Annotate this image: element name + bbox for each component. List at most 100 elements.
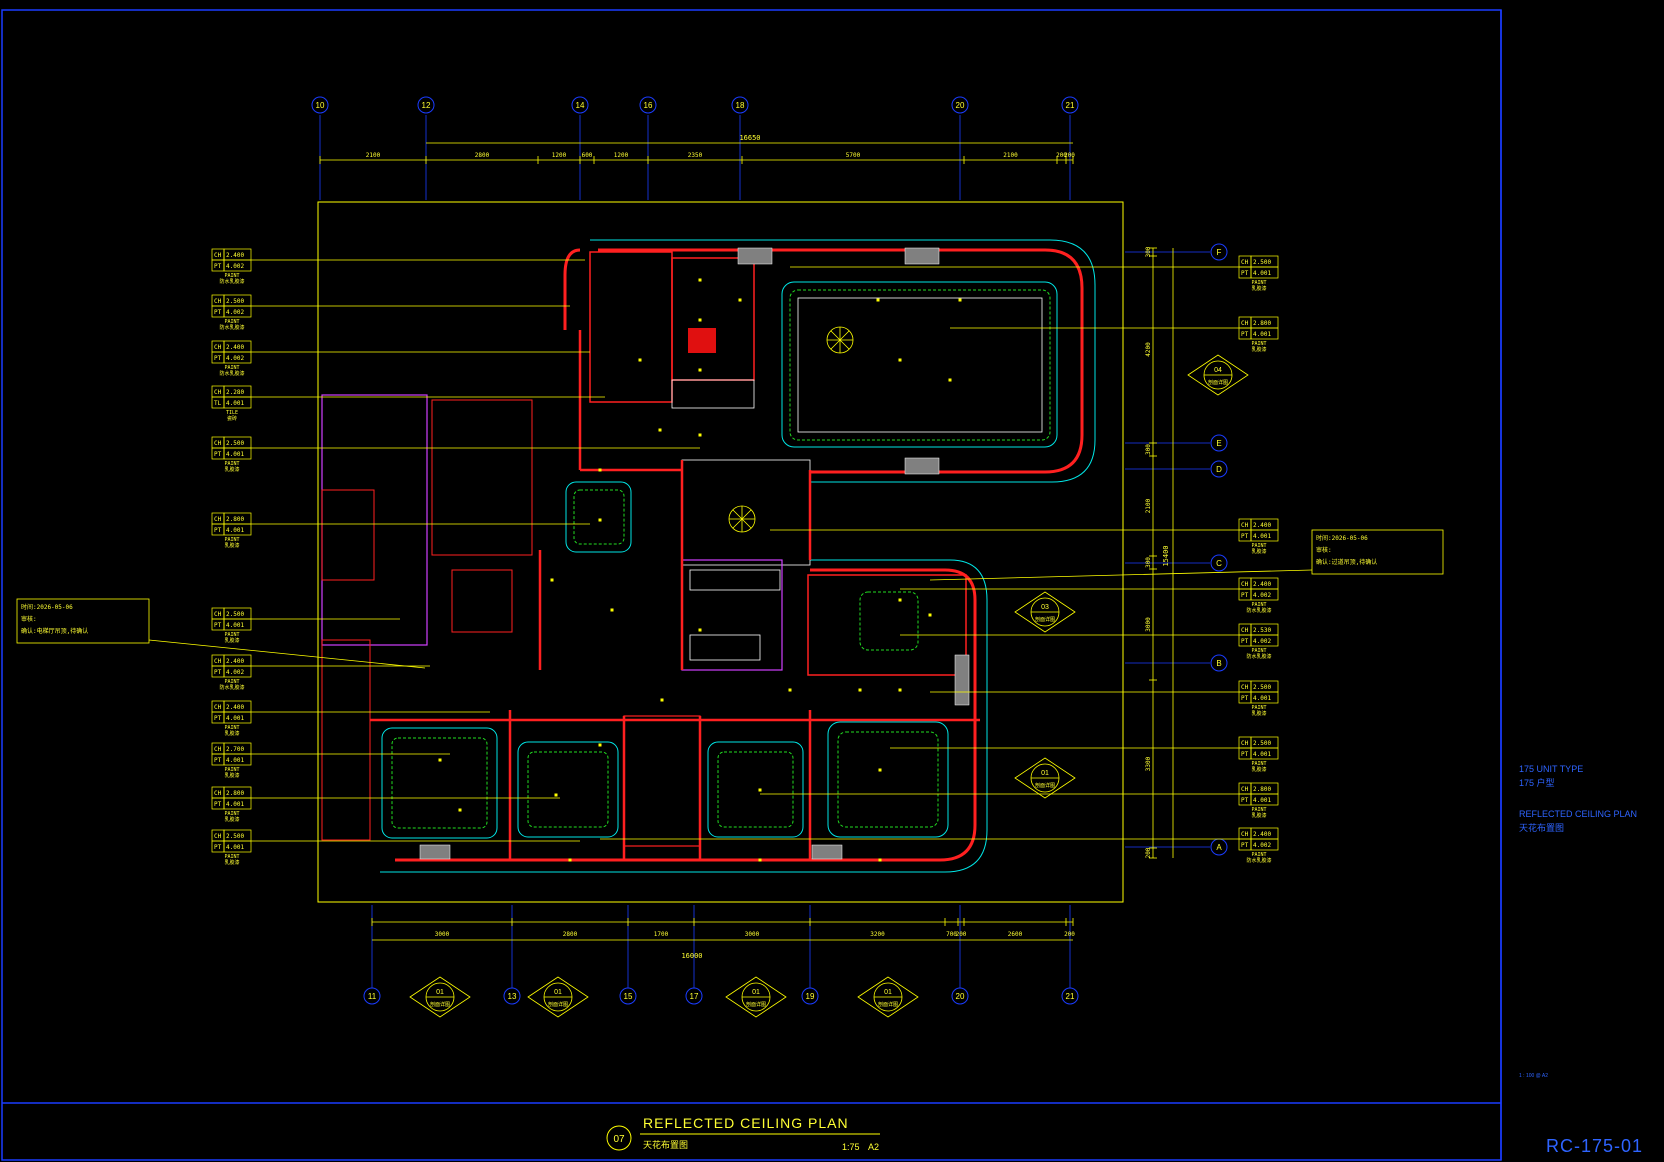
tag-pt-value: 4.002 xyxy=(226,263,244,270)
tag-desc-cn: 乳胶漆 xyxy=(224,859,239,866)
right-note: 时间:2026-05-06 审核: 确认:过道吊顶,待确认 xyxy=(1311,529,1444,575)
section-marker-number: 01 xyxy=(554,989,562,996)
tag-pt-value: 4.002 xyxy=(226,669,244,676)
tag-ch-value: 2.500 xyxy=(1253,684,1271,691)
top-axis-bubble xyxy=(571,96,589,114)
feature-light-living xyxy=(826,326,854,354)
downlight-dot xyxy=(660,698,664,702)
tag-ch-value: 2.700 xyxy=(226,746,244,753)
title-block: 07 REFLECTED CEILING PLAN 天花布置图 1:75 A2 xyxy=(606,1115,880,1152)
side-info-line1: 175 UNIT TYPE xyxy=(1519,764,1583,774)
tag-desc-cn: 乳胶漆 xyxy=(1251,346,1266,353)
right-dim-label: 200 xyxy=(1145,847,1152,858)
downlight-dot xyxy=(554,793,558,797)
section-marker[interactable]: 01 剖面详图 xyxy=(527,976,589,1018)
top-dim-label: 2100 xyxy=(1003,152,1018,159)
downlight-dot xyxy=(598,743,602,747)
tag-pt-value: 4.001 xyxy=(1253,695,1271,702)
tag-pt-value: 4.001 xyxy=(226,757,244,764)
top-axis-label: 10 xyxy=(316,101,325,110)
bottom-axis-bubble xyxy=(619,987,637,1005)
bottom-axis-bubble xyxy=(685,987,703,1005)
title-en: REFLECTED CEILING PLAN xyxy=(643,1115,849,1131)
right-dim-label: 300 xyxy=(1145,246,1152,257)
tag-pt-value: 4.001 xyxy=(226,451,244,458)
plan-boundary xyxy=(317,201,1124,903)
right-axis-label: F xyxy=(1217,248,1222,257)
feature-light-dining xyxy=(728,505,756,533)
title-scale: 1:75 xyxy=(842,1142,860,1152)
tag-pt-code: PT xyxy=(214,355,222,362)
top-axis-label: 20 xyxy=(956,101,965,110)
tag-pt-value: 4.001 xyxy=(226,801,244,808)
tag-ch-code: CH xyxy=(214,833,222,840)
tag-desc-en: PAINT xyxy=(224,319,239,325)
tag-ch-code: CH xyxy=(214,658,222,665)
tag-ch-value: 2.530 xyxy=(1253,627,1271,634)
tag-desc-cn: 防水乳胶漆 xyxy=(219,684,244,691)
tag-ch-value: 2.400 xyxy=(226,704,244,711)
tag-pt-value: 4.001 xyxy=(1253,270,1271,277)
downlight-dot xyxy=(876,298,880,302)
tag-pt-code: PT xyxy=(214,844,222,851)
section-marker-label: 剖面详图 xyxy=(878,1001,898,1008)
downlight-dot xyxy=(438,758,442,762)
tag-pt-code: PT xyxy=(1241,797,1249,804)
right-axis-label: A xyxy=(1216,843,1222,852)
bottom-axis-label: 17 xyxy=(690,992,699,1001)
top-dim-label: 2800 xyxy=(475,152,490,159)
tag-desc-en: PAINT xyxy=(1251,341,1266,347)
left-note-date: 时间:2026-05-06 xyxy=(21,603,73,611)
floor-plan xyxy=(321,239,1096,873)
downlight-dot xyxy=(758,788,762,792)
section-markers: 04剖面详图03剖面详图01剖面详图01剖面详图01剖面详图01剖面详图01剖面… xyxy=(409,354,1249,1018)
tag-desc-cn: 防水乳胶漆 xyxy=(219,278,244,285)
tag-ch-value: 2.400 xyxy=(1253,831,1271,838)
tag-desc-en: PAINT xyxy=(224,537,239,543)
tag-desc-cn: 乳胶漆 xyxy=(1251,710,1266,717)
section-marker-label: 剖面详图 xyxy=(548,1001,568,1008)
top-axis-label: 18 xyxy=(736,101,745,110)
right-axis-bubble xyxy=(1210,460,1228,478)
tag-desc-cn: 瓷砖 xyxy=(227,415,237,422)
tag-ch-code: CH xyxy=(214,389,222,396)
section-marker-label: 剖面详图 xyxy=(1035,782,1055,789)
tag-ch-code: CH xyxy=(1241,740,1249,747)
tag-pt-code: PT xyxy=(1241,842,1249,849)
left-note: 时间:2026-05-06 审核: 确认:电梯厅吊顶,待确认 xyxy=(16,598,150,644)
top-axis-bubble xyxy=(311,96,329,114)
tag-ch-code: CH xyxy=(214,704,222,711)
right-axis-label: D xyxy=(1216,465,1222,474)
tag-pt-value: 4.001 xyxy=(226,527,244,534)
bottom-axis-label: 11 xyxy=(368,992,377,1001)
tag-ch-code: CH xyxy=(214,746,222,753)
tag-desc-en: PAINT xyxy=(224,632,239,638)
tag-pt-value: 4.001 xyxy=(1253,797,1271,804)
downlight-dot xyxy=(898,688,902,692)
sheet-info: 175 UNIT TYPE 175 户型 REFLECTED CEILING P… xyxy=(1519,764,1642,1156)
top-axis-bubble xyxy=(639,96,657,114)
bottom-axis-bubble xyxy=(503,987,521,1005)
bottom-dim-label: 2600 xyxy=(1008,931,1023,938)
dim-text-top-total: 16650 xyxy=(739,134,760,142)
bottom-axis-bubble xyxy=(363,987,381,1005)
downlight-dot xyxy=(598,468,602,472)
top-total-dim: 16650 xyxy=(739,134,760,142)
tag-pt-value: 4.001 xyxy=(1253,533,1271,540)
tag-ch-value: 2.400 xyxy=(1253,581,1271,588)
